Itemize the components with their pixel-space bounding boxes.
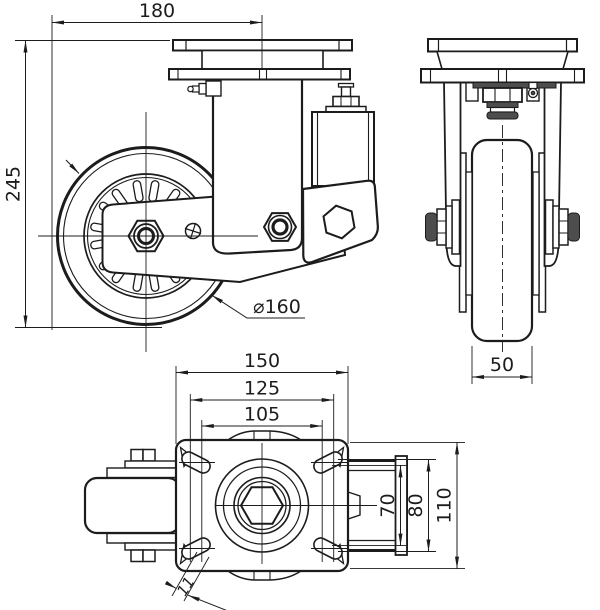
dim-105-label: 105 [244,404,280,426]
dim-80: 80 [338,459,436,552]
dim-110-label: 110 [434,487,456,523]
fork-axle-nut [262,212,298,242]
axle-hardware [425,199,580,255]
front-view [38,39,379,352]
dim-105: 105 [201,404,323,562]
bracket-hex-bolt [322,204,356,240]
drum-arc-bottom [227,570,302,581]
tread-arrow [65,159,80,174]
dim-180: 180 [51,0,263,330]
dim-50-label: 50 [490,354,514,376]
dim-70-label: 70 [377,493,399,517]
swivel-plate-front [168,39,353,81]
dim-50: 50 [471,346,533,384]
dim-diameter-label: ⌀160 [253,296,301,318]
spring-housing [311,111,375,187]
plan-view [83,430,408,581]
dim-125: 125 [189,378,335,562]
spring-assembly [311,82,375,187]
dim-150-label: 150 [244,350,280,372]
dim-80-label: 80 [405,493,427,517]
dim-70: 70 [332,464,408,547]
side-view [420,38,585,352]
dim-150: 150 [175,350,349,444]
swivel-plate-side [420,38,585,84]
dim-245: 245 [3,40,170,328]
wheel-side [470,138,534,343]
dim-wheel-diameter: ⌀160 [211,294,305,319]
dim-110: 110 [350,441,465,570]
wheel-plan [83,448,182,563]
kingpin [472,81,557,120]
slot-holes [179,445,347,566]
dim-180-label: 180 [139,0,175,22]
grease-nipple [187,80,222,97]
fork-body [211,77,304,255]
dim-11-label: 11 [173,573,198,599]
drum-arc-top [227,430,302,441]
dim-125-label: 125 [244,378,280,400]
spring-bracket [301,179,379,264]
dim-245-label: 245 [3,166,25,202]
